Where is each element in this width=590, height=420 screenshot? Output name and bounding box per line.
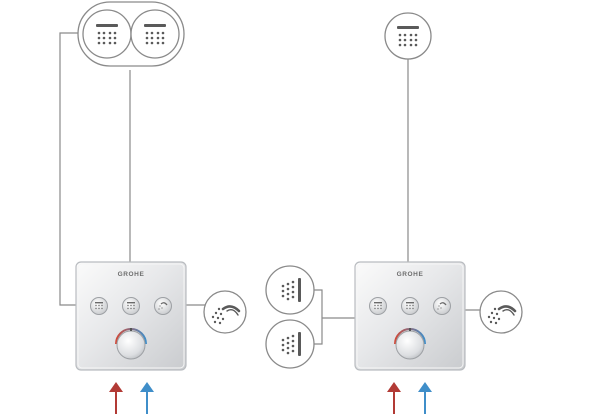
left-system: GROHE xyxy=(59,1,247,414)
left-push-buttons xyxy=(90,297,172,315)
left-thermostat-knob[interactable] xyxy=(115,328,147,360)
right-body-jets-line xyxy=(314,289,355,345)
right-cold-water-arrow xyxy=(418,382,432,414)
left-hot-water-arrow xyxy=(109,382,123,414)
left-thermostat-plate: GROHE xyxy=(75,261,187,371)
right-hand-shower-icon xyxy=(479,290,523,334)
left-overhead-shower-pair xyxy=(77,1,185,67)
push-button-overhead-1[interactable] xyxy=(90,297,108,315)
push-button-hand-shower[interactable] xyxy=(154,297,172,315)
right-hot-water-arrow xyxy=(387,382,401,414)
right-brand-logo: GROHE xyxy=(397,271,424,278)
left-hand-shower-icon xyxy=(203,290,247,334)
right-push-buttons xyxy=(369,297,451,315)
body-jet-icon-upper xyxy=(265,265,315,315)
right-connection-lines xyxy=(314,59,480,345)
right-overhead-shower-icon xyxy=(384,12,432,60)
right-thermostat-plate: GROHE xyxy=(354,261,466,371)
right-thermostat-knob[interactable] xyxy=(394,328,426,360)
left-cold-water-arrow xyxy=(140,382,154,414)
push-button-body-jets[interactable] xyxy=(401,297,419,315)
left-brand-logo: GROHE xyxy=(118,271,145,278)
push-button-hand-shower[interactable] xyxy=(433,297,451,315)
right-system: GROHE xyxy=(265,12,523,414)
body-jet-icon-lower xyxy=(265,319,315,369)
push-button-overhead[interactable] xyxy=(369,297,387,315)
overhead-shower-icon xyxy=(130,9,180,59)
push-button-overhead-2[interactable] xyxy=(122,297,140,315)
overhead-shower-icon xyxy=(82,9,132,59)
